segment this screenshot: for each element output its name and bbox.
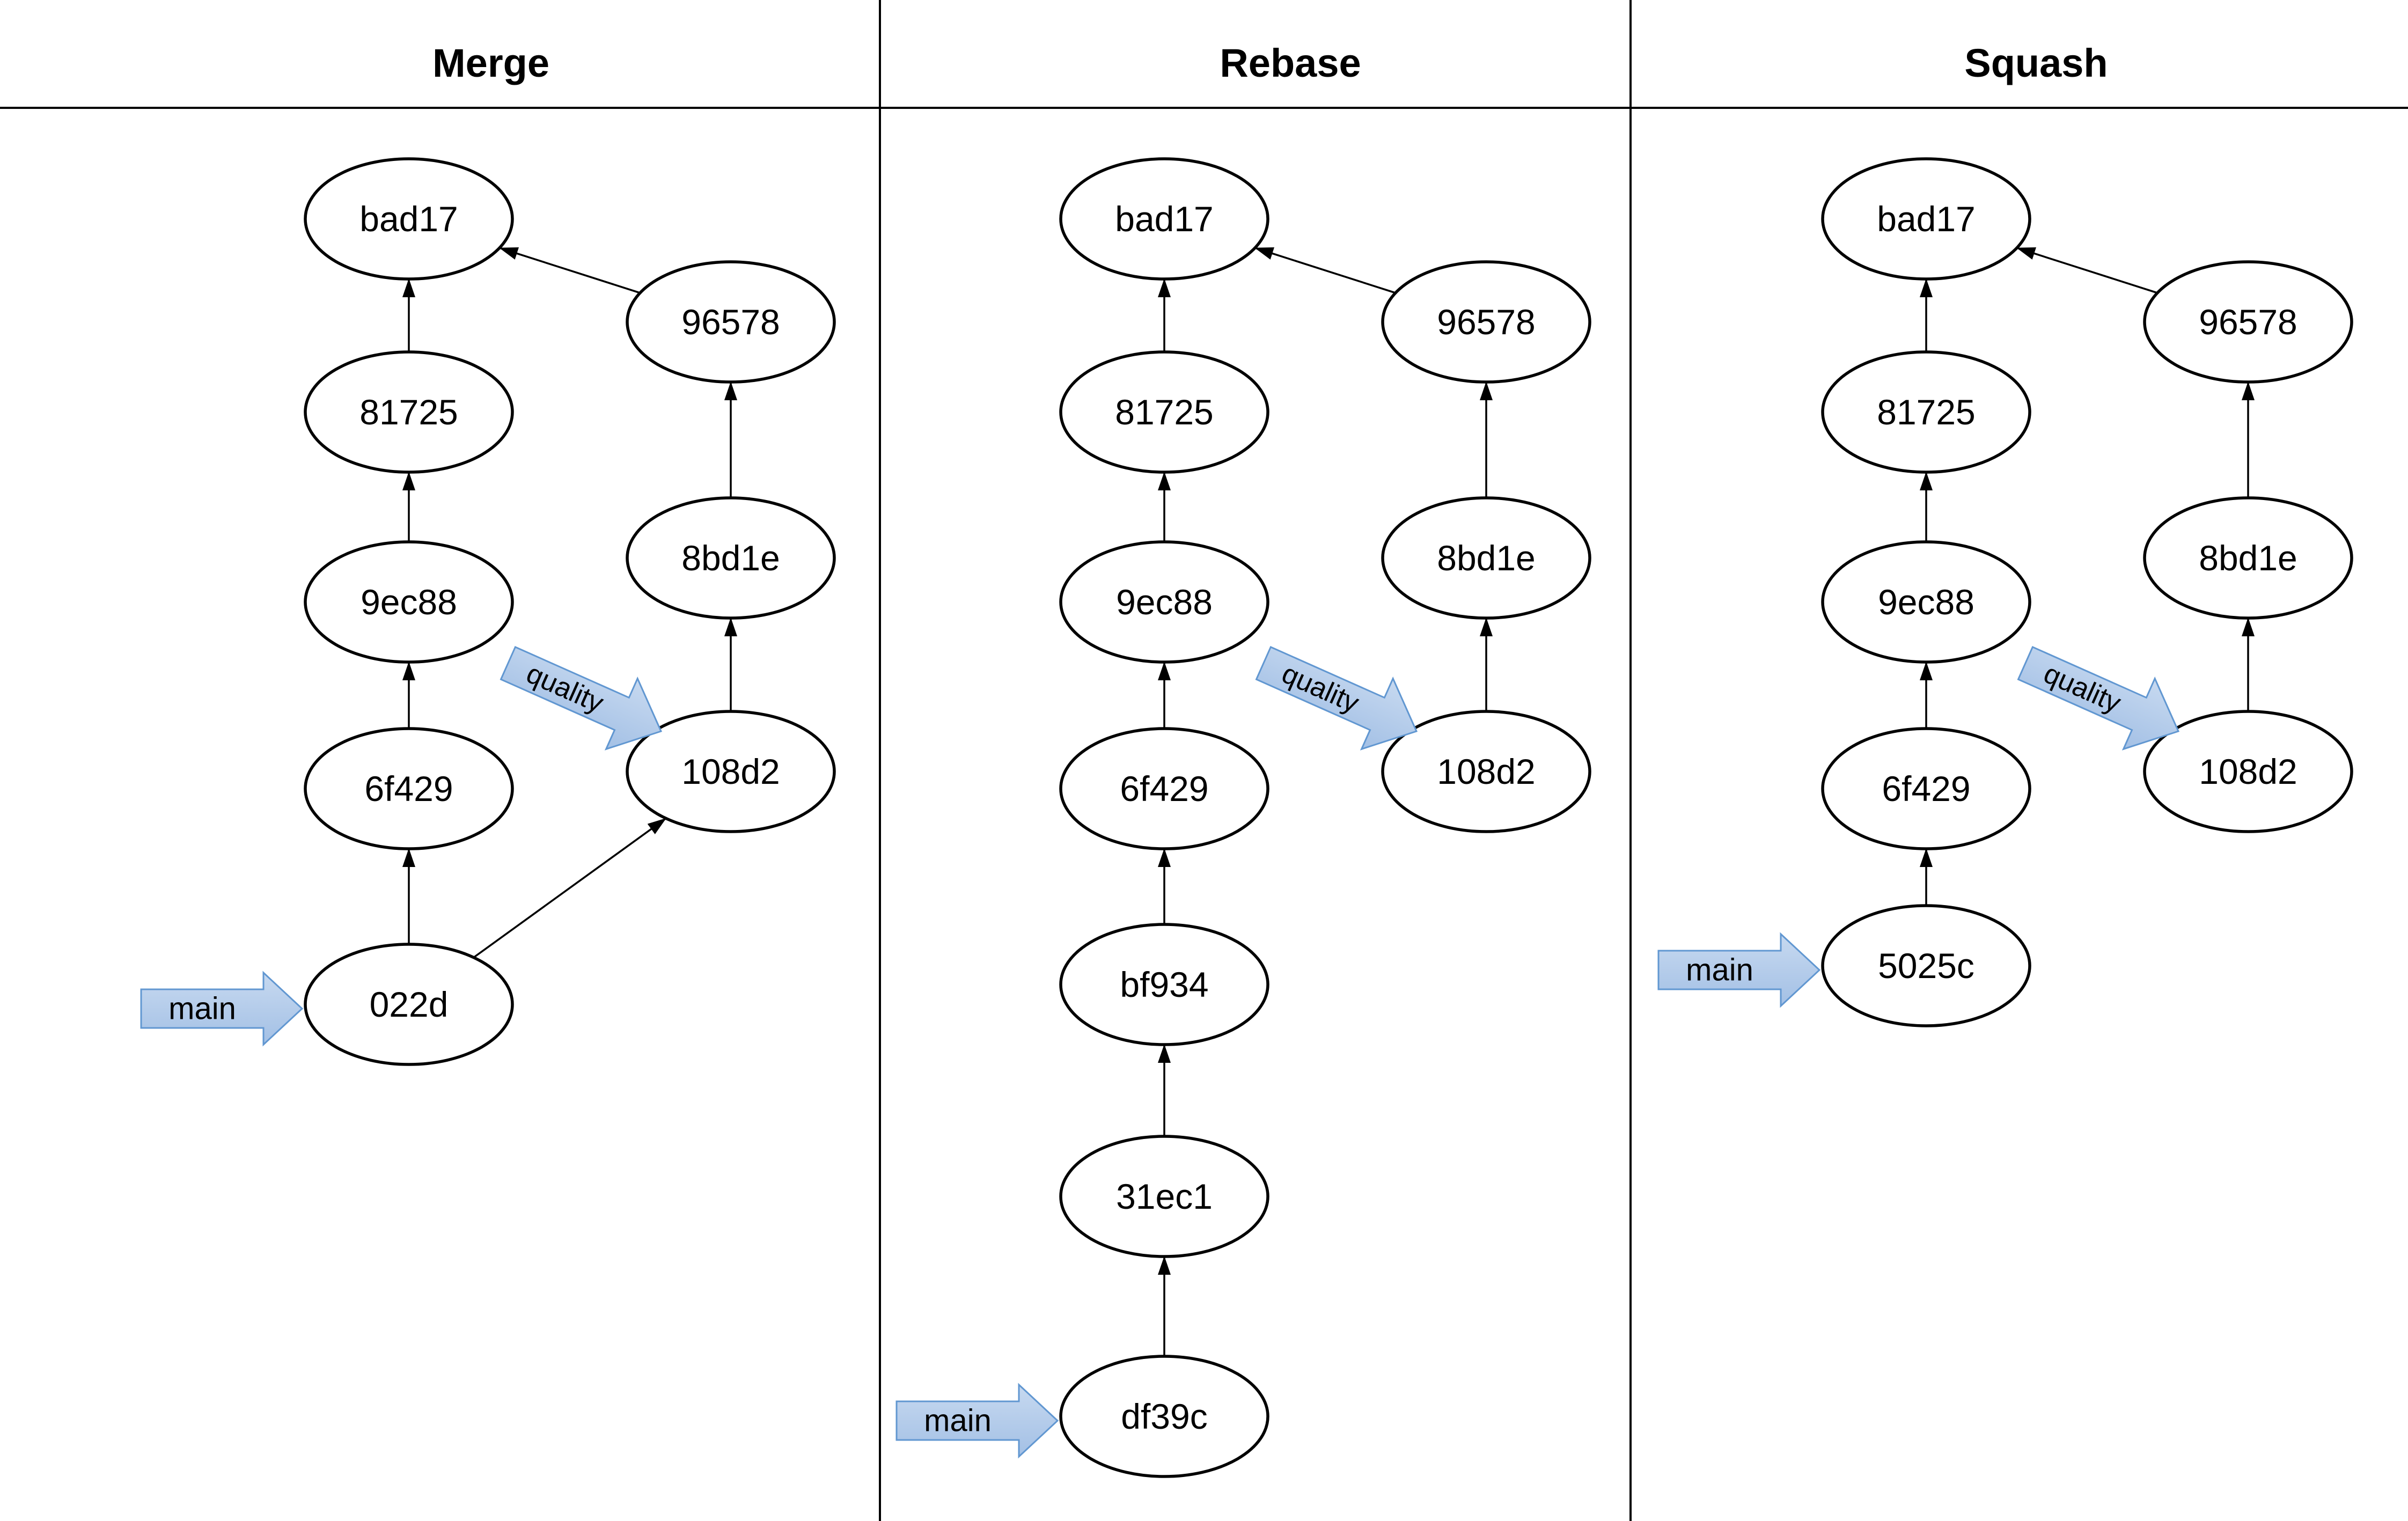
edge-022d-to-108d2 <box>473 817 667 959</box>
commit-node-8bd1e <box>2143 496 2353 620</box>
commit-label-8bd1e: 8bd1e <box>2199 538 2297 578</box>
commit-node-8bd1e <box>626 496 836 620</box>
panel-title-rebase: Rebase <box>1220 41 1361 85</box>
commit-label-6f429: 6f429 <box>364 769 453 809</box>
branch-pointer-main-merge: main <box>140 971 304 1047</box>
branch-pointer-main-squash: main <box>1657 932 1821 1008</box>
commit-node-bad17 <box>304 157 514 281</box>
panel-squash: bad17 81725 9ec88 6f429 5025c 96578 8bd1e 108d2… <box>1657 157 2353 1027</box>
commit-node-108d2 <box>2143 710 2353 833</box>
panel-title-merge: Merge <box>432 41 549 85</box>
commit-node-df39c <box>1059 1355 1269 1478</box>
commit-label-108d2: 108d2 <box>681 752 780 791</box>
branch-label-quality: quality <box>2039 658 2125 719</box>
commit-label-bad17: bad17 <box>1877 199 1976 239</box>
panel-rebase: bad17 81725 9ec88 6f429 bf934 31ec1 df39c 96578… <box>895 157 1591 1478</box>
main-arrow-shape <box>895 1383 1059 1459</box>
commit-label-96578: 96578 <box>681 302 780 342</box>
commit-label-df39c: df39c <box>1121 1397 1207 1436</box>
commit-node-6f429 <box>1821 727 2031 850</box>
commit-label-81725: 81725 <box>1877 392 1976 432</box>
commit-label-bf934: bf934 <box>1120 965 1208 1004</box>
commit-label-108d2: 108d2 <box>2199 752 2297 791</box>
commit-node-9ec88 <box>1059 540 1269 664</box>
commit-node-022d <box>304 943 514 1066</box>
edge-96578-to-bad17 <box>499 247 641 294</box>
commit-label-8bd1e: 8bd1e <box>681 538 780 578</box>
commit-node-31ec1 <box>1059 1135 1269 1258</box>
commit-node-6f429 <box>1059 727 1269 850</box>
commit-label-81725: 81725 <box>359 392 458 432</box>
commit-node-96578 <box>2143 260 2353 384</box>
commit-label-8bd1e: 8bd1e <box>1437 538 1536 578</box>
commit-node-108d2 <box>1381 710 1591 833</box>
commit-node-81725 <box>304 350 514 474</box>
commit-label-022d: 022d <box>370 984 449 1024</box>
commit-label-96578: 96578 <box>2199 302 2297 342</box>
commit-node-108d2 <box>626 710 836 833</box>
commit-label-81725: 81725 <box>1115 392 1214 432</box>
commit-label-9ec88: 9ec88 <box>361 582 457 622</box>
edge-96578-to-bad17 <box>2016 247 2158 294</box>
commit-node-bad17 <box>1821 157 2031 281</box>
commit-graphs: bad17 81725 9ec88 6f429 022d 96578 8bd1e 108d2 m… <box>140 157 2353 1478</box>
commit-node-6f429 <box>304 727 514 850</box>
commit-node-96578 <box>626 260 836 384</box>
panel-merge: bad17 81725 9ec88 6f429 022d 96578 8bd1e 108d2 m… <box>140 157 836 1066</box>
commit-node-5025c <box>1821 904 2031 1027</box>
commit-node-96578 <box>1381 260 1591 384</box>
quality-arrow-shape <box>1255 645 1418 751</box>
commit-node-81725 <box>1059 350 1269 474</box>
panel-title-squash: Squash <box>1964 41 2108 85</box>
commit-node-bf934 <box>1059 923 1269 1046</box>
commit-label-5025c: 5025c <box>1878 946 1974 986</box>
commit-label-bad17: bad17 <box>1115 199 1214 239</box>
commit-label-9ec88: 9ec88 <box>1116 582 1213 622</box>
commit-node-81725 <box>1821 350 2031 474</box>
commit-node-9ec88 <box>304 540 514 664</box>
edge-96578-to-bad17 <box>1254 247 1396 294</box>
branch-label-main: main <box>168 991 236 1026</box>
commit-node-8bd1e <box>1381 496 1591 620</box>
commit-label-9ec88: 9ec88 <box>1878 582 1974 622</box>
branch-label-main: main <box>1686 953 1753 988</box>
branch-label-main: main <box>924 1404 992 1438</box>
commit-label-6f429: 6f429 <box>1120 769 1208 809</box>
branch-pointer-main-rebase: main <box>895 1383 1059 1459</box>
commit-label-bad17: bad17 <box>359 199 458 239</box>
branch-label-quality: quality <box>522 658 608 719</box>
quality-arrow-shape <box>2017 645 2180 751</box>
commit-node-bad17 <box>1059 157 1269 281</box>
commit-label-96578: 96578 <box>1437 302 1536 342</box>
main-arrow-shape <box>140 971 304 1047</box>
quality-arrow-shape <box>500 645 663 751</box>
commit-label-31ec1: 31ec1 <box>1116 1177 1213 1216</box>
main-arrow-shape <box>1657 932 1821 1008</box>
branch-label-quality: quality <box>1277 658 1363 719</box>
commit-node-9ec88 <box>1821 540 2031 664</box>
commit-label-6f429: 6f429 <box>1882 769 1970 809</box>
commit-label-108d2: 108d2 <box>1437 752 1536 791</box>
